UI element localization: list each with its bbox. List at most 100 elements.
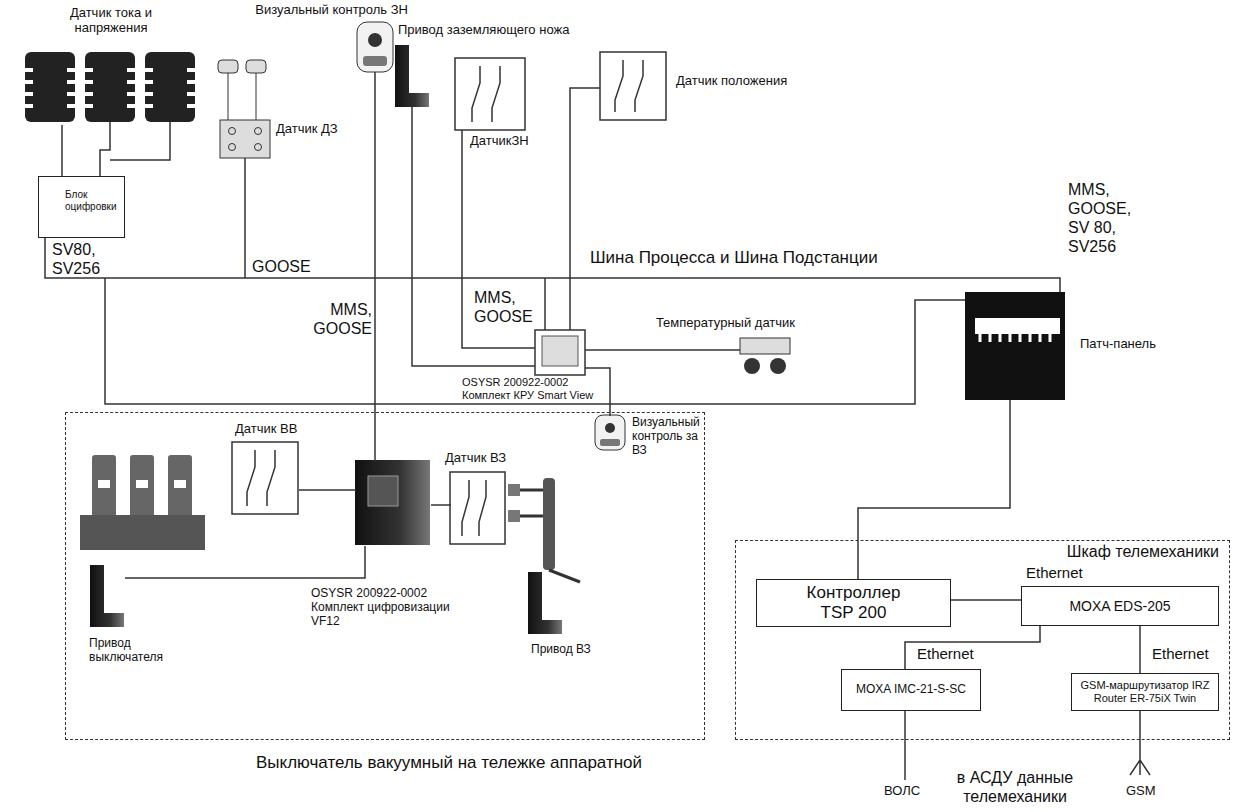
switch-contacts bbox=[247, 450, 275, 506]
device-label: Патч-панель bbox=[1080, 337, 1156, 352]
pole bbox=[130, 455, 154, 520]
connector-line bbox=[412, 107, 535, 366]
device-label: Датчик тока и напряжения bbox=[56, 6, 166, 36]
breaker-drive bbox=[90, 565, 124, 627]
switch-sensors bbox=[232, 52, 666, 544]
sensor-body bbox=[145, 52, 195, 122]
connector-line bbox=[299, 489, 356, 491]
switch-contacts bbox=[472, 66, 500, 122]
signal-label: MMS, GOOSE bbox=[310, 300, 372, 338]
arc-sensor bbox=[218, 60, 270, 158]
switch-contacts bbox=[615, 60, 643, 112]
device-box: MOXA EDS-205 bbox=[1021, 586, 1219, 626]
smart-view-screen bbox=[542, 336, 578, 366]
terminal bbox=[229, 128, 236, 135]
sensor-wire bbox=[110, 122, 170, 160]
sensor-fins bbox=[25, 70, 195, 106]
cabinet-frame: Выключатель вакуумный на тележке аппарат… bbox=[65, 412, 705, 740]
fiber-line bbox=[904, 710, 906, 780]
vf12-window bbox=[368, 476, 398, 506]
sensor-body bbox=[85, 52, 135, 122]
device-label: Привод выключателя bbox=[89, 636, 184, 664]
device-icon: Датчик ВВ bbox=[233, 443, 299, 515]
connector-line bbox=[858, 400, 1010, 579]
es-drive-vz bbox=[528, 572, 562, 634]
temp-probe bbox=[770, 358, 786, 374]
device-label: Привод заземляющего ножа bbox=[398, 23, 569, 38]
link-label: Ethernet bbox=[1024, 564, 1085, 581]
breaker-poles bbox=[80, 455, 205, 550]
es-contact bbox=[508, 484, 520, 496]
es-drive bbox=[395, 45, 429, 107]
device-label: Шкаф телемеханики bbox=[1067, 543, 1219, 561]
switch-box bbox=[600, 52, 666, 120]
device-label: Датчик ДЗ bbox=[276, 122, 338, 137]
current-voltage-sensors bbox=[25, 52, 195, 122]
device-label: Температурный датчик bbox=[656, 316, 795, 331]
signal-label: SV80, SV256 bbox=[52, 240, 102, 278]
device-label: Блок оцифровки bbox=[65, 189, 117, 212]
pole bbox=[168, 455, 192, 520]
device-box: MOXA IMC-21-S-SC bbox=[841, 669, 981, 711]
device-label: Датчик ВВ bbox=[235, 422, 297, 437]
device-icon: Датчик ВЗ bbox=[451, 473, 506, 545]
optic-fiber bbox=[228, 73, 256, 120]
link-label: Ethernet bbox=[1150, 645, 1211, 662]
es-column bbox=[543, 478, 555, 570]
device-icon: Датчик тока и напряжения bbox=[22, 50, 200, 125]
device-box: Блок оцифровки bbox=[38, 176, 125, 238]
signal-label: MMS, GOOSE bbox=[474, 288, 538, 326]
sensor-wire bbox=[100, 122, 110, 176]
es-arms bbox=[512, 490, 580, 582]
device-box: Контроллер TSP 200 bbox=[756, 579, 951, 627]
device-label: Контроллер TSP 200 bbox=[794, 583, 914, 622]
patch-body bbox=[965, 292, 1065, 400]
device-icon: Визуальный контроль ЗН bbox=[357, 22, 393, 72]
signal-label: GSM bbox=[1126, 784, 1156, 799]
gsm-antenna bbox=[1130, 710, 1150, 775]
pole-window bbox=[136, 480, 148, 488]
terminal bbox=[255, 144, 262, 151]
device-label: ДатчикЗН bbox=[470, 134, 529, 149]
temp-box bbox=[740, 338, 790, 354]
connector-line bbox=[61, 125, 63, 176]
link-label: Ethernet bbox=[915, 645, 976, 662]
breaker-base bbox=[80, 515, 205, 550]
terminal bbox=[229, 144, 236, 151]
pole-window bbox=[98, 480, 110, 488]
earthing-switch-mechanism bbox=[508, 478, 580, 582]
camera-body bbox=[357, 22, 393, 72]
device-icon: Привод ВЗ bbox=[529, 573, 563, 635]
device-icon: OSYSR 200922-0002 Комплект КРУ Smart Vie… bbox=[535, 330, 585, 375]
camera-es bbox=[357, 22, 393, 72]
device-icon: Привод выключателя bbox=[91, 566, 125, 628]
patch-panel bbox=[965, 292, 1065, 400]
device-icon: OSYSR 200922-0002 Комплект цифровизации … bbox=[356, 461, 431, 546]
optic-head bbox=[218, 60, 238, 73]
device-label: Датчик положения bbox=[676, 74, 787, 89]
smart-view-unit bbox=[535, 330, 585, 375]
camera-es2 bbox=[595, 415, 625, 450]
device-icon: Визуальный контроль за ВЗ bbox=[596, 416, 626, 451]
device-icon: Температурный датчик bbox=[740, 338, 790, 374]
connector-line bbox=[570, 88, 600, 330]
vf12-unit bbox=[355, 460, 430, 545]
bus-wires bbox=[45, 122, 1150, 780]
device-label: Визуальный контроль ЗН bbox=[255, 3, 408, 18]
connector-line bbox=[585, 349, 740, 351]
device-label: MOXA IMC-21-S-SC bbox=[856, 683, 966, 697]
device-label: Привод ВЗ bbox=[531, 643, 591, 657]
signal-label: Шина Процесса и Шина Подстанции bbox=[590, 248, 878, 268]
patch-ports bbox=[980, 334, 1050, 342]
switch-box bbox=[455, 58, 525, 130]
device-icon: Датчик ДЗ bbox=[212, 56, 272, 160]
terminal bbox=[255, 128, 262, 135]
camera-body bbox=[595, 415, 625, 450]
process-bus bbox=[45, 238, 1060, 292]
device-label: OSYSR 200922-0002 Комплект КРУ Smart Vie… bbox=[462, 376, 602, 401]
pole bbox=[92, 455, 116, 520]
station-bus bbox=[105, 278, 965, 404]
sensor-body bbox=[25, 52, 75, 122]
